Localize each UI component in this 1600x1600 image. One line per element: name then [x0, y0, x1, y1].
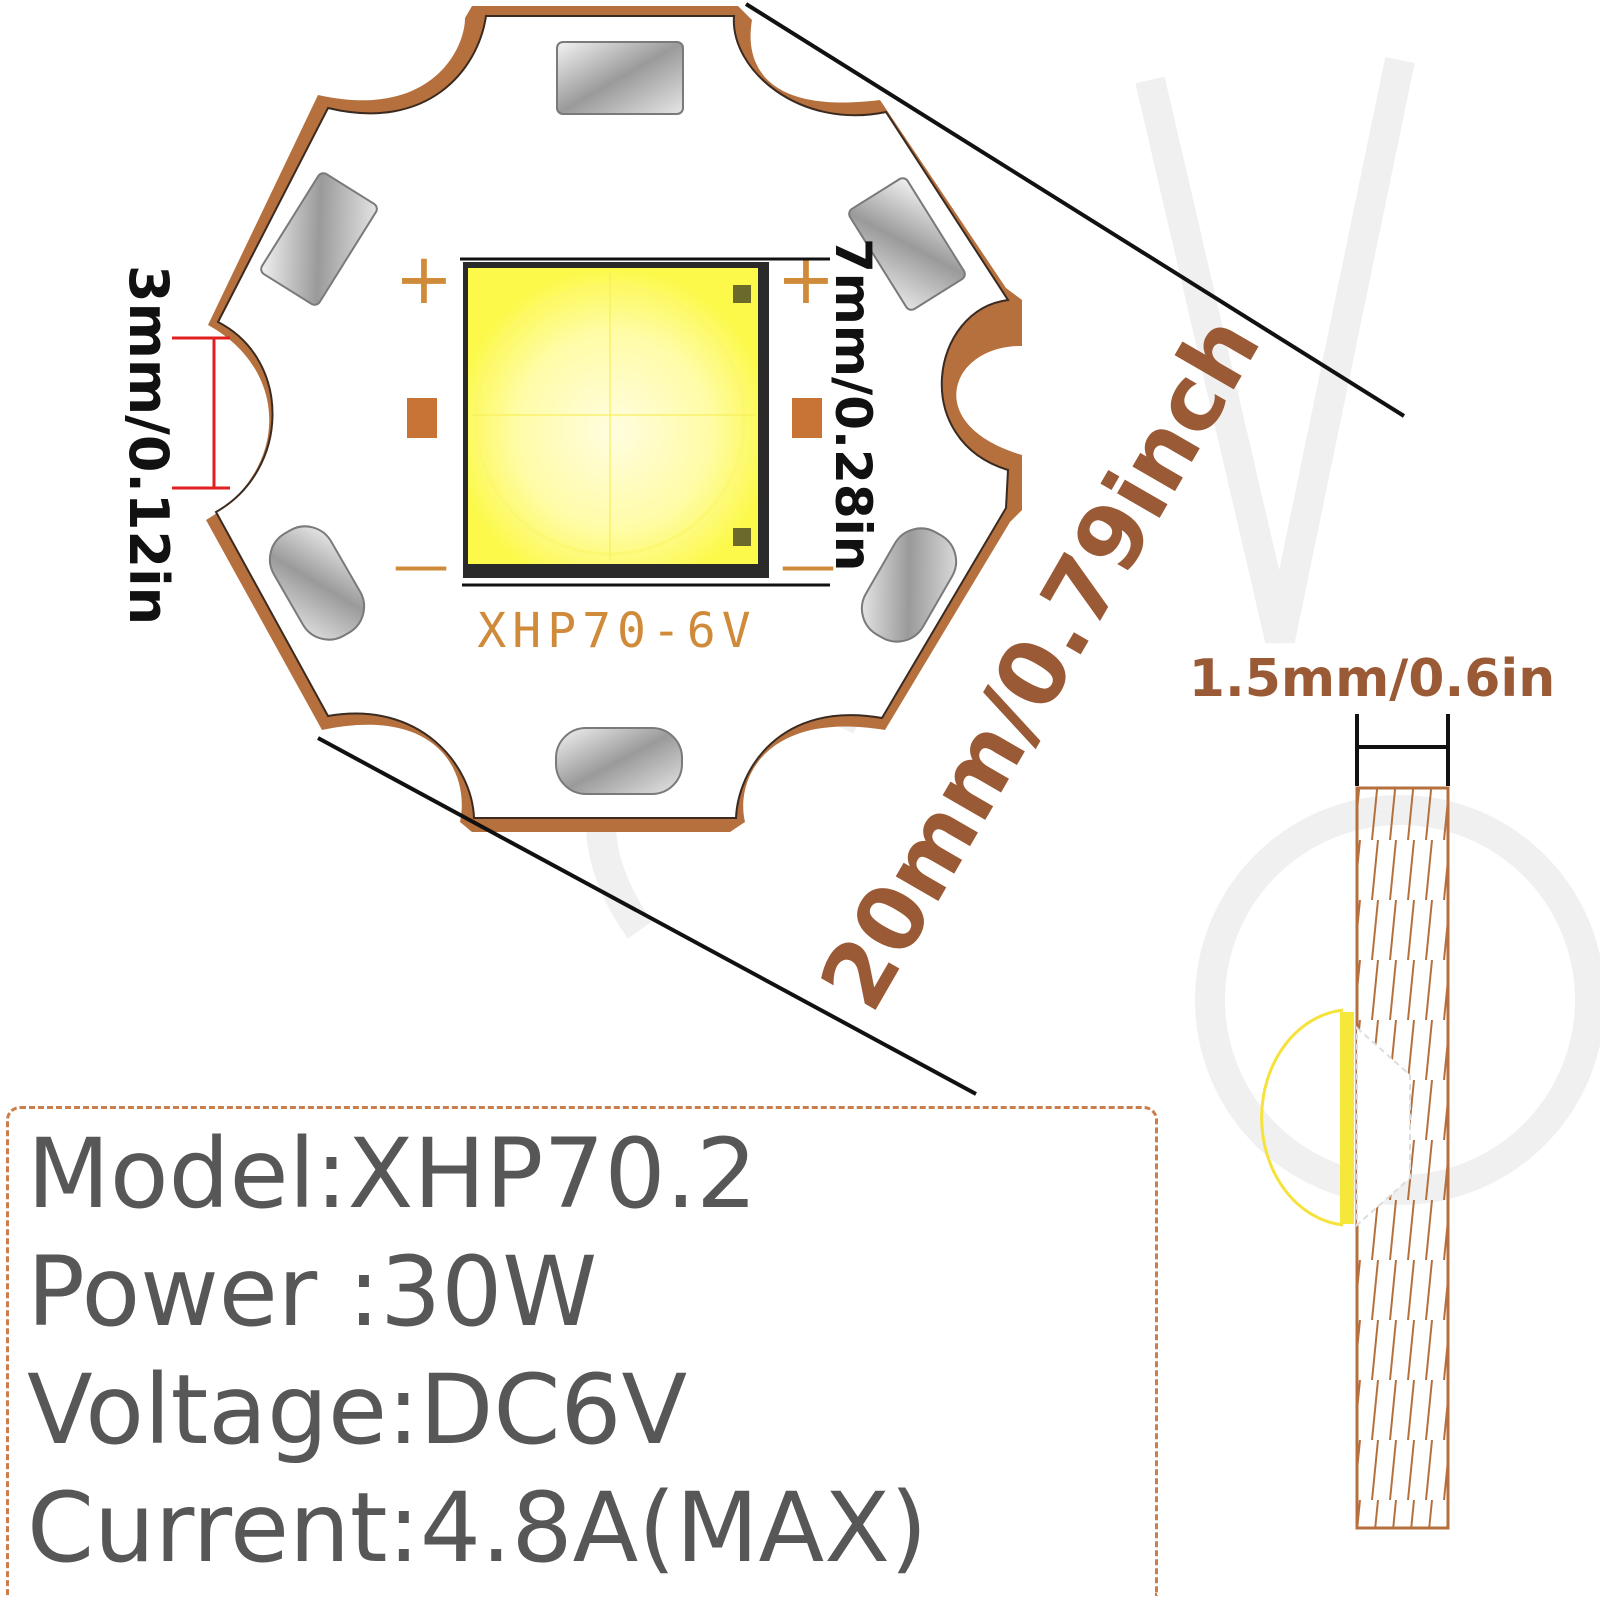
- spec-model-label: Model:: [27, 1118, 348, 1230]
- slot-dimension-marker: [172, 336, 230, 490]
- polarity-minus-left: —: [393, 533, 449, 598]
- spec-model-value: XHP70.2: [347, 1118, 758, 1230]
- spec-voltage-label: Voltage:: [27, 1354, 420, 1466]
- polarity-plus-left: +: [395, 238, 454, 320]
- slot-dimension-label: 3mm/0.12in: [117, 265, 180, 625]
- test-pad-right: [792, 398, 822, 438]
- polarity-plus-right: +: [777, 238, 836, 320]
- board-model-marking: XHP70-6V: [477, 603, 756, 659]
- solder-pad-lower-left: [268, 525, 366, 641]
- solder-pad-upper-left: [260, 172, 378, 306]
- led-corner-mark-bottom: [733, 528, 751, 546]
- chip-dimension-lines: [460, 257, 830, 587]
- chip-dimension-label: 7mm/0.28in: [824, 238, 882, 571]
- thickness-dimension-label: 1.5mm/0.6in: [1189, 649, 1555, 709]
- spec-voltage: Voltage:DC6V: [27, 1351, 1155, 1469]
- spec-power: Power :30W: [27, 1233, 1155, 1351]
- thickness-dimension-lines: [1355, 714, 1450, 786]
- side-profile-light-cone: [1260, 1008, 1411, 1228]
- solder-pad-lower-right: [860, 527, 958, 643]
- diameter-dimension-lines: [317, 2, 1406, 1096]
- test-pad-left: [407, 398, 437, 438]
- spec-model: Model:XHP70.2: [27, 1115, 1155, 1233]
- spec-power-value: 30W: [380, 1236, 598, 1348]
- spec-current-value: 4.8A(MAX): [419, 1472, 928, 1584]
- solder-pad-bottom: [555, 727, 683, 795]
- spec-current-label: Current:: [27, 1472, 420, 1584]
- spec-voltage-value: DC6V: [419, 1354, 688, 1466]
- solder-pad-top: [556, 41, 684, 115]
- solder-pad-upper-right: [848, 177, 966, 311]
- spec-current: Current:4.8A(MAX): [27, 1469, 1155, 1587]
- spec-power-label: Power :: [27, 1236, 381, 1348]
- spec-panel: Model:XHP70.2 Power :30W Voltage:DC6V Cu…: [6, 1106, 1158, 1596]
- polarity-minus-right: —: [780, 533, 836, 598]
- led-corner-mark-top: [733, 285, 751, 303]
